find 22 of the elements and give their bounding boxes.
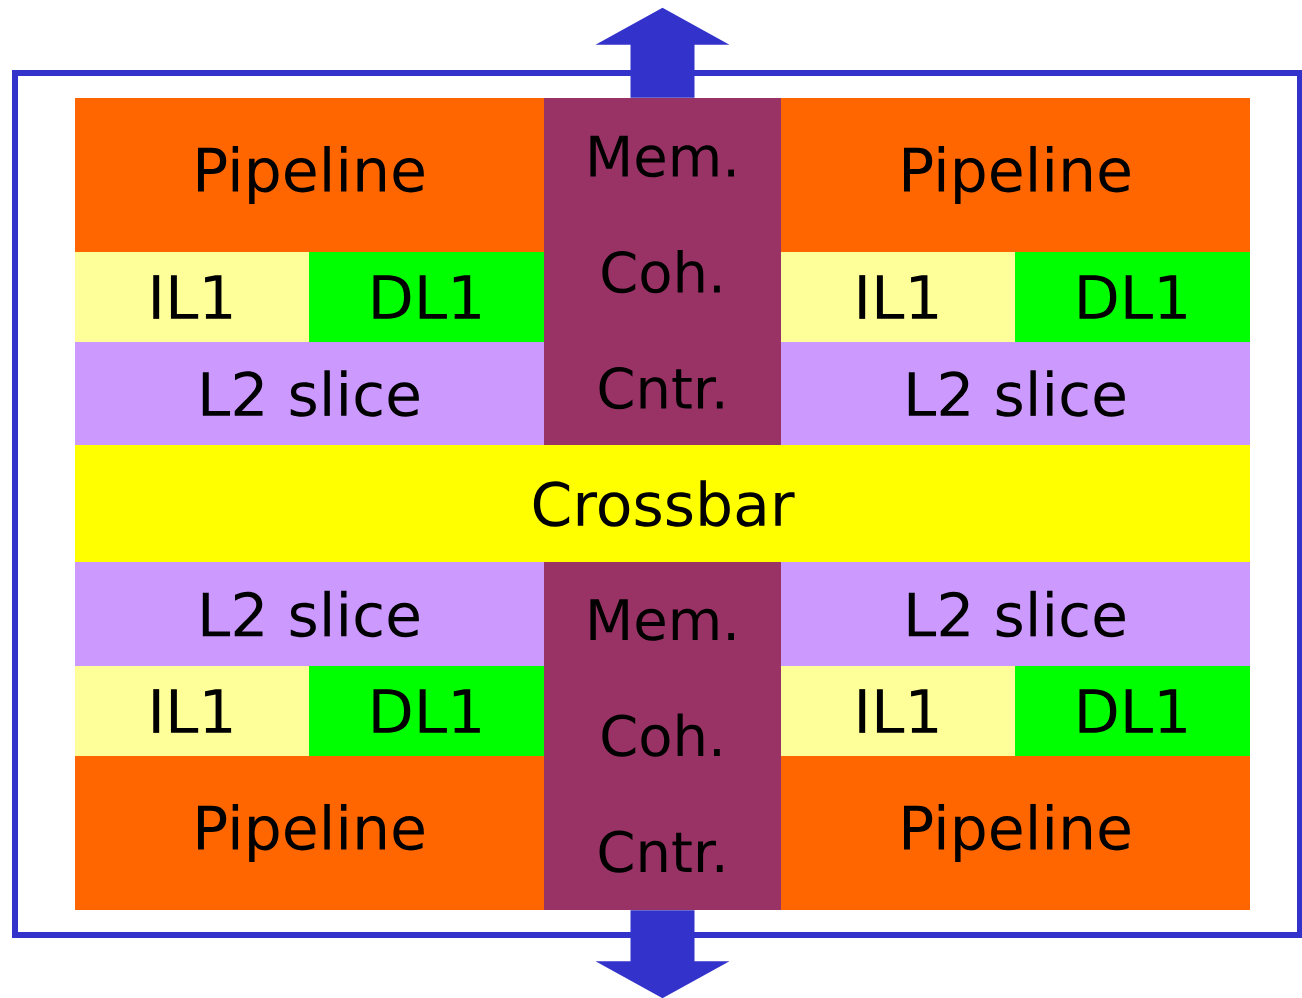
cache-block: IL1: [781, 666, 1015, 756]
crossbar-block: Crossbar: [75, 445, 1250, 562]
pipeline-block: Pipeline: [781, 98, 1250, 252]
pipeline-block: Pipeline: [781, 756, 1250, 910]
cache-block: IL1: [781, 252, 1015, 342]
controller-block: Mem. Coh. Cntr.: [544, 562, 781, 910]
cache-block: IL1: [75, 252, 309, 342]
frame-box: [12, 70, 1302, 938]
pipeline-block: Pipeline: [75, 756, 544, 910]
arrow: [595, 7, 730, 98]
arrow: [595, 910, 730, 998]
controller-block: Mem. Coh. Cntr.: [544, 98, 781, 447]
cache-block: IL1: [75, 666, 309, 756]
pipeline-block: Pipeline: [75, 98, 544, 252]
cache-block: L2 slice: [781, 342, 1250, 445]
cache-block: DL1: [1015, 666, 1250, 756]
cache-block: DL1: [309, 252, 544, 342]
cache-block: DL1: [1015, 252, 1250, 342]
cache-block: L2 slice: [75, 562, 544, 666]
cache-block: L2 slice: [781, 562, 1250, 666]
cache-block: DL1: [309, 666, 544, 756]
cache-block: L2 slice: [75, 342, 544, 445]
